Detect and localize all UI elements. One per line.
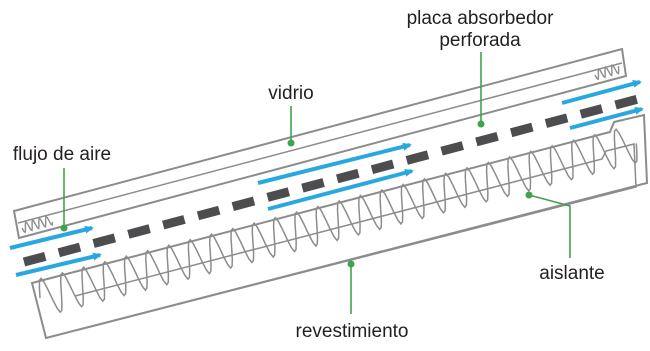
leader-placa [477, 52, 485, 128]
leader-vidrio [287, 106, 295, 147]
label-vidrio: vidrio [268, 83, 313, 104]
insulation-spring-left [21, 215, 54, 234]
airflow-arrow-mid-lower [267, 168, 414, 211]
label-aislante: aislante [539, 263, 605, 284]
insulation-waves [38, 128, 638, 314]
label-placa-line2: perforada [439, 30, 521, 51]
airflow-arrows [9, 79, 644, 277]
insulation-spring-right [594, 64, 620, 81]
airflow-arrow-mid-upper [257, 142, 412, 185]
label-flujo-de-aire: flujo de aire [13, 144, 111, 165]
leader-flujo [60, 168, 68, 232]
leader-lines [60, 52, 571, 314]
airflow-arrow-left-lower [15, 252, 102, 277]
leader-aislante [525, 191, 571, 258]
label-revestimiento: revestimiento [296, 321, 409, 342]
airflow-arrow-right-lower [569, 106, 644, 130]
end-insulation-springs [21, 64, 620, 234]
glass-cover [12, 47, 628, 240]
label-placa-line1: placa absorbedor [407, 8, 554, 29]
airflow-arrow-left-upper [9, 225, 94, 250]
airflow-arrow-right-upper [561, 79, 642, 105]
leader-revestimiento [347, 260, 355, 314]
